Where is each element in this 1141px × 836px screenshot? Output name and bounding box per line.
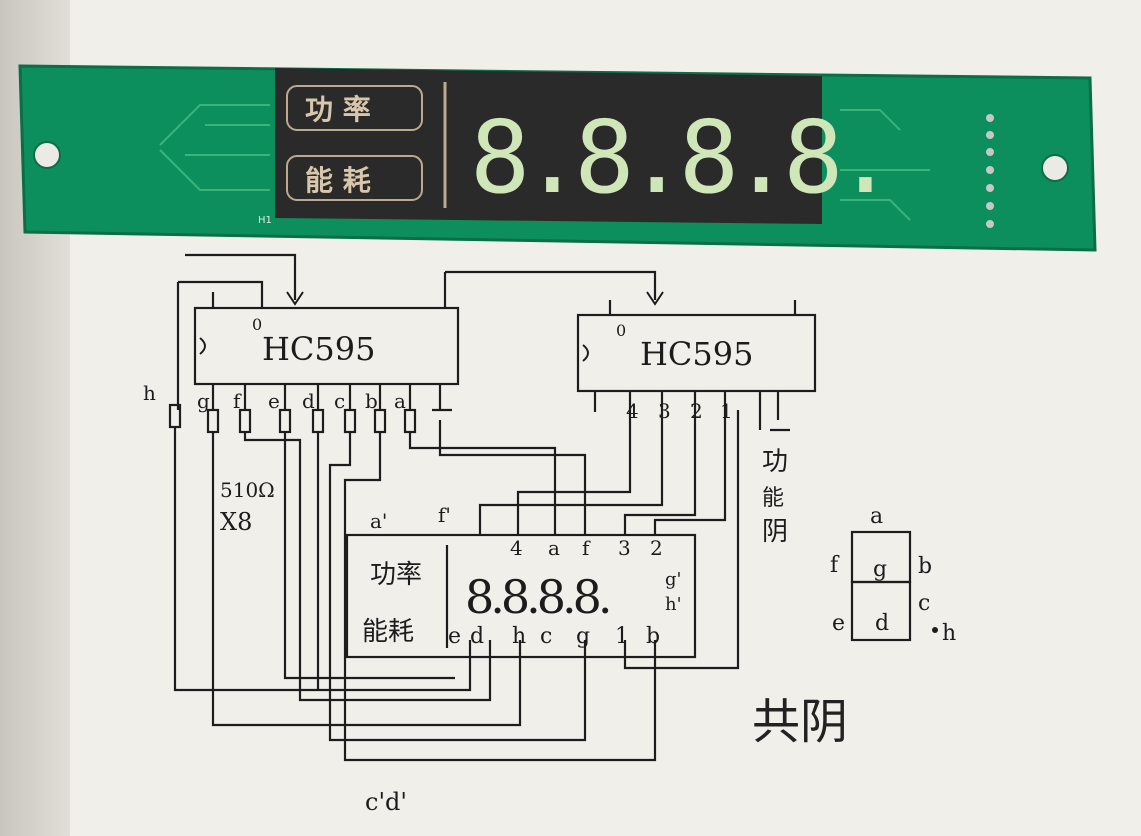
pin-label-f: f [233, 389, 242, 413]
chip-left-pin-mark: 0 [252, 315, 262, 334]
pin-label-e: e [268, 389, 280, 413]
pin-label-3: 3 [658, 399, 671, 423]
mount-hole-left [33, 141, 61, 169]
chip-right-name: HC595 [640, 335, 753, 373]
pin-label-c: c [334, 389, 345, 413]
mount-hole-right [1041, 154, 1069, 182]
label-box-energy [286, 155, 423, 201]
legend-d: d [875, 611, 889, 636]
legend-lower-box [850, 580, 912, 642]
pcb-label-power: 功 率 [305, 93, 371, 126]
pcb-seven-segment-digits: 8.8.8.8. [470, 99, 888, 216]
legend-c: c [918, 591, 930, 616]
display-bottom-d: d [470, 624, 484, 649]
display-top-left-f: f' [438, 503, 451, 527]
pin-label-4: 4 [626, 399, 639, 423]
pcb-label-energy: 能 耗 [305, 164, 371, 197]
pin-label-1: 1 [720, 399, 733, 423]
pin-label-a: a [394, 389, 406, 413]
display-bottom-1: 1 [615, 624, 629, 649]
pin-label-b: b [365, 389, 378, 413]
sketch-digits: 8.8.8.8. [465, 570, 609, 624]
label-box-power [286, 85, 423, 131]
display-bottom-e: e [448, 624, 461, 649]
display-bottom-c: c [540, 624, 552, 649]
chip-left [193, 306, 460, 386]
display-top-left-a: a' [370, 509, 387, 533]
sketch-label-power: 功率 [370, 560, 422, 590]
pin-label-2: 2 [690, 399, 703, 423]
pin-label-d: d [302, 389, 315, 413]
display-top-4: 4 [510, 536, 523, 560]
right-side-label-1: 功 [762, 447, 788, 477]
right-side-label-3: 阴 [762, 517, 788, 547]
header-pins [986, 114, 994, 228]
legend-b: b [918, 554, 932, 579]
display-top-f: f [582, 536, 591, 560]
sketch-label-energy: 能耗 [362, 617, 414, 647]
legend-f: f [830, 553, 840, 578]
legend-g: g [873, 557, 887, 582]
legend-h: h [942, 621, 956, 646]
display-top-2: 2 [650, 536, 663, 560]
common-cathode-label: 共阴 [752, 694, 848, 750]
display-bottom-b: b [646, 624, 660, 649]
wiring [168, 253, 912, 762]
legend-e: e [832, 611, 845, 636]
chip-right [576, 313, 817, 393]
display-top-3: 3 [618, 536, 631, 560]
display-side-g: g' [665, 569, 681, 590]
bottom-note: c'd' [365, 788, 407, 816]
display-top-a: a [548, 536, 560, 560]
legend-a: a [870, 504, 883, 529]
display-side-h: h' [665, 594, 682, 615]
pcb-silkscreen: H1 [258, 215, 272, 226]
pcb-board: H1 功 率 能 耗 8.8.8.8. [18, 64, 1097, 252]
pin-label-g: g [197, 389, 210, 413]
sketch-display-box [345, 533, 697, 659]
right-side-label-2: 能 [762, 486, 784, 511]
pin-label-h: h [143, 381, 156, 405]
display-module [275, 68, 822, 224]
chip-right-pin-mark: 0 [616, 321, 626, 340]
resistor-value: 510Ω [220, 478, 275, 502]
chip-left-name: HC595 [262, 330, 375, 368]
resistor-count: X8 [220, 508, 252, 536]
display-bottom-h: h [512, 624, 526, 649]
display-bottom-g: g [576, 624, 590, 649]
